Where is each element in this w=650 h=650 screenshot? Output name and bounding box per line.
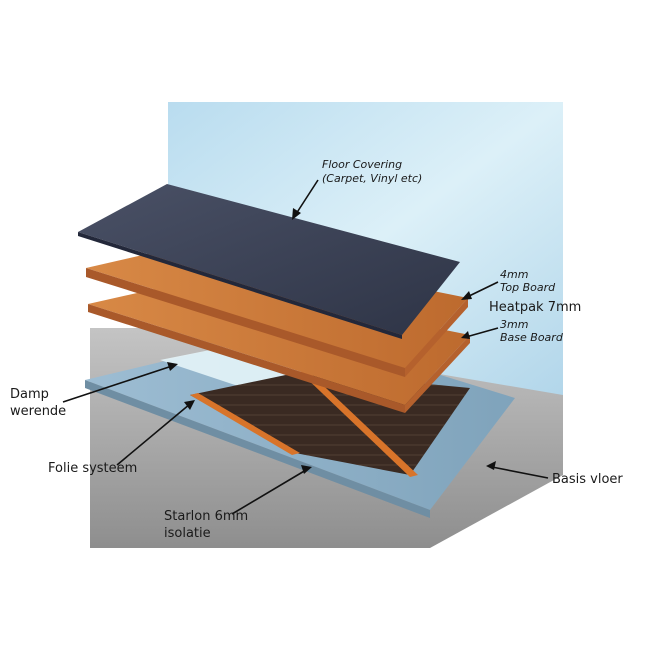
label-top-board: Top Board — [500, 281, 556, 294]
heating-strip-1 — [190, 393, 300, 455]
leader-basis — [491, 466, 549, 479]
label-starlon-sub: isolatie — [164, 526, 211, 541]
leader-lines — [62, 179, 549, 515]
top-board-edge — [86, 268, 405, 377]
label-starlon: Starlon 6mm — [164, 509, 248, 524]
base-board-edge — [88, 304, 405, 413]
base-board-side — [405, 335, 470, 413]
label-heatpak: Heatpak 7mm — [489, 300, 581, 315]
label-damp: Damp — [10, 387, 49, 402]
floor-covering — [78, 184, 460, 335]
arrowheads — [167, 208, 496, 474]
arrowhead-top-board — [461, 291, 472, 300]
leader-base-board — [465, 327, 499, 338]
leader-folie — [116, 403, 191, 466]
arrowhead-base-board — [461, 331, 470, 339]
arrowhead-starlon — [301, 465, 312, 474]
insulation-edge — [85, 380, 430, 518]
label-folie: Folie systeem — [48, 461, 137, 476]
label-base-board: Base Board — [500, 331, 564, 344]
top-board-side — [405, 298, 468, 377]
arrowhead-folie — [184, 400, 195, 410]
leader-floor-covering — [295, 179, 319, 215]
arrowhead-floor-covering — [292, 208, 301, 220]
label-base-board-thickness: 3mm — [500, 318, 528, 331]
leader-damp — [62, 365, 173, 403]
base-board — [88, 280, 470, 405]
arrowhead-damp — [167, 362, 178, 371]
leader-starlon — [231, 469, 307, 515]
label-basis: Basis vloer — [552, 472, 623, 487]
top-board — [86, 243, 468, 368]
floor-covering-edge — [78, 232, 402, 339]
heating-strip-2 — [300, 371, 418, 477]
label-damp-sub: werende — [10, 404, 66, 419]
label-floor-covering: Floor Covering — [322, 158, 402, 171]
label-floor-covering-sub: (Carpet, Vinyl etc) — [322, 172, 422, 185]
arrowhead-basis — [486, 461, 496, 470]
label-top-board-thickness: 4mm — [500, 268, 528, 281]
